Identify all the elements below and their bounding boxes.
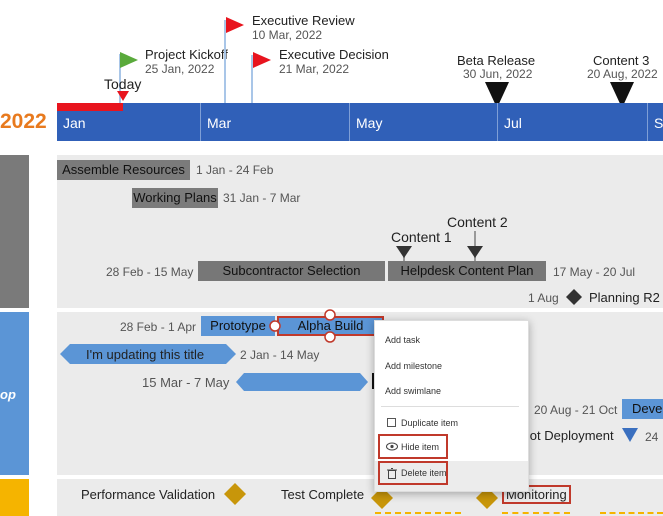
diamond-icon[interactable] (476, 487, 498, 509)
resize-handle-icon[interactable] (324, 331, 336, 343)
menu-item-delete[interactable]: Delete item (401, 468, 447, 478)
task-label[interactable]: I'm updating this title (86, 347, 205, 362)
flag-icon[interactable] (253, 52, 271, 70)
today-marker-icon (117, 91, 129, 101)
milestone-triangle-icon[interactable] (610, 82, 634, 110)
menu-divider (381, 406, 519, 407)
diamond-icon[interactable] (566, 289, 582, 305)
milestone-date: 20 Aug, 2022 (587, 67, 658, 81)
milestone-triangle-icon[interactable] (485, 82, 509, 110)
task-dates: 15 Mar - 7 May (142, 375, 230, 390)
task-dates: 2 Jan - 14 May (240, 348, 320, 362)
resize-handle-icon[interactable] (269, 320, 281, 332)
task-dates: 28 Feb - 15 May (106, 265, 194, 279)
menu-highlight-box (378, 461, 448, 485)
dashed-line (375, 512, 461, 514)
menu-hover-bg (375, 461, 528, 491)
diamond-icon[interactable] (371, 487, 393, 509)
milestone-title[interactable]: ilot Deployment (524, 428, 614, 443)
milestone-triangle-icon[interactable] (396, 246, 412, 260)
context-menu: Add task Add milestone Add swimlane Dupl… (374, 320, 529, 492)
milestone-pole (251, 55, 253, 103)
task-dates: 17 May - 20 Jul (553, 265, 636, 279)
milestone-title[interactable]: Project Kickoff (145, 47, 228, 62)
milestone-pole (224, 20, 226, 103)
task-dates: 28 Feb - 1 Apr (120, 320, 197, 334)
month-label: Jan (63, 115, 86, 131)
menu-item-hide[interactable]: Hide item (401, 442, 440, 452)
milestone-title[interactable]: Executive Decision (279, 47, 389, 62)
task-bar[interactable]: Prototype (201, 316, 275, 336)
milestone-pole (119, 54, 121, 104)
diamond-icon[interactable] (224, 483, 246, 505)
task-bar[interactable]: Working Plans (132, 188, 218, 208)
month-label: Jul (497, 103, 522, 141)
task-bar[interactable]: Assemble Resources (57, 160, 190, 180)
milestone-title[interactable]: Beta Release (457, 53, 536, 68)
month-label: S (647, 103, 663, 141)
milestone-title[interactable]: Planning R2 (589, 290, 660, 305)
task-bar-end (372, 373, 375, 389)
eye-icon (386, 442, 398, 451)
month-label: Mar (200, 103, 231, 141)
year-label: 2022 (0, 110, 47, 133)
month-label: May (349, 103, 382, 141)
dashed-line (502, 512, 570, 514)
flag-icon[interactable] (120, 52, 138, 70)
task-dates: 31 Jan - 7 Mar (223, 191, 301, 205)
today-label: Today (104, 76, 142, 92)
menu-item-duplicate[interactable]: Duplicate item (401, 418, 459, 428)
milestone-title[interactable]: Content 1 (391, 229, 452, 245)
task-arrow-bar[interactable] (236, 373, 368, 392)
swimlane (57, 155, 663, 308)
menu-item-add-swimlane[interactable]: Add swimlane (385, 386, 442, 396)
milestone-triangle-icon[interactable] (467, 246, 483, 260)
swimlane-header[interactable]: op (0, 312, 29, 475)
timescale[interactable]: Jan Mar May Jul S (57, 103, 663, 141)
menu-item-add-milestone[interactable]: Add milestone (385, 361, 443, 371)
menu-item-add-task[interactable]: Add task (385, 335, 421, 345)
swimlane-header[interactable] (0, 155, 29, 308)
resize-handle-icon[interactable] (324, 309, 336, 321)
milestone-date: 1 Aug (528, 291, 559, 305)
milestone-title[interactable]: Content 2 (447, 214, 508, 230)
task-bar[interactable]: Subcontractor Selection (198, 261, 385, 281)
milestone-title[interactable]: Content 3 (593, 53, 650, 68)
milestone-title[interactable]: Executive Review (252, 13, 355, 28)
trash-icon (387, 468, 397, 479)
duplicate-icon (387, 418, 396, 427)
dashed-line (600, 512, 663, 514)
task-dates: 20 Aug - 21 Oct (534, 403, 618, 417)
elapsed-bar (57, 103, 123, 111)
milestone-title[interactable]: Test Complete (281, 487, 365, 502)
milestone-triangle-icon[interactable] (622, 428, 638, 444)
menu-highlight-box (378, 434, 448, 459)
swimlane (57, 312, 663, 475)
milestone-date: 10 Mar, 2022 (252, 28, 323, 42)
milestone-date: 21 Mar, 2022 (279, 62, 350, 76)
task-bar[interactable]: Deve (622, 399, 663, 419)
milestone-title[interactable]: Performance Validation (81, 487, 216, 502)
swimlane-header[interactable] (0, 479, 29, 516)
task-arrow-bar[interactable] (60, 344, 236, 365)
task-dates: 1 Jan - 24 Feb (196, 163, 274, 177)
swimlane-title: op (0, 387, 16, 402)
flag-icon[interactable] (226, 17, 244, 35)
task-bar[interactable]: Helpdesk Content Plan (388, 261, 546, 281)
milestone-date: 30 Jun, 2022 (463, 67, 533, 81)
milestone-date: 25 Jan, 2022 (145, 62, 215, 76)
milestone-date: 24 (645, 430, 659, 444)
